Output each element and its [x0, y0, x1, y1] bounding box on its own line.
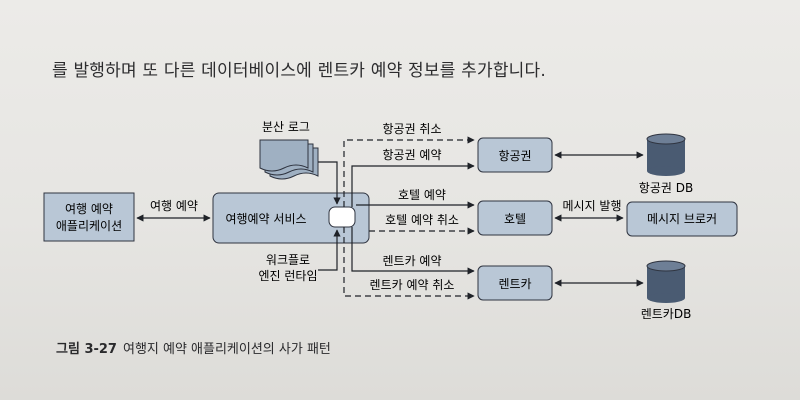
airline-cancel-arrow [343, 136, 475, 207]
distributed-log-label: 분산 로그 [262, 120, 310, 134]
airline-db-icon [646, 133, 686, 176]
rentcar-label: 렌트카 [498, 277, 531, 291]
travel-service-node: 여행예약 서비스 [212, 192, 370, 244]
rentcar-cancel-arrow [343, 227, 475, 300]
travel-service-label: 여행예약 서비스 [225, 211, 306, 226]
airline-db-label: 항공권 DB [639, 181, 693, 195]
airline-label: 항공권 [498, 149, 531, 163]
figure-number: 그림 3-27 [56, 342, 117, 357]
workflow-to-orchestrator-arrow [318, 229, 341, 271]
hotel-node: 호텔 [477, 200, 553, 236]
workflow-engine-label-1: 워크플로 [266, 253, 310, 267]
message-broker-label: 메시지 브로커 [647, 212, 717, 226]
message-publish-label: 메시지 발행 [562, 198, 621, 213]
travel-booking-label: 여행 예약 [150, 198, 198, 213]
airline-node: 항공권 [477, 137, 553, 173]
rentcar-booking-arrow [351, 227, 475, 275]
body-paragraph: 를 발행하며 또 다른 데이터베이스에 렌트카 예약 정보를 추가합니다. [52, 61, 546, 81]
travel-app-label-1: 여행 예약 [65, 201, 113, 216]
message-broker-node: 메시지 브로커 [626, 201, 738, 237]
travel-app-node: 여행 예약 애플리케이션 [43, 192, 135, 242]
rentcar-booking-label: 렌트카 예약 [382, 253, 441, 268]
figure-caption: 그림 3-27 여행지 예약 애플리케이션의 사가 패턴 [56, 338, 331, 357]
hotel-label: 호텔 [504, 212, 526, 226]
hotel-cancel-label: 호텔 예약 취소 [385, 212, 459, 227]
airline-booking-arrow [351, 162, 475, 207]
airline-cancel-label: 항공권 취소 [382, 122, 441, 136]
rentcar-node: 렌트카 [477, 265, 553, 301]
distributed-log-icon [259, 139, 319, 180]
airline-booking-label: 항공권 예약 [382, 147, 441, 162]
rentcar-cancel-label: 렌트카 예약 취소 [370, 277, 455, 292]
hotel-booking-label: 호텔 예약 [398, 187, 446, 202]
log-to-orchestrator-arrow [318, 161, 341, 205]
travel-app-label-2: 애플리케이션 [56, 219, 122, 233]
rentcar-db-icon [646, 260, 686, 303]
rentcar-db-label: 렌트카DB [641, 307, 692, 321]
orchestrator-node [328, 206, 356, 228]
workflow-engine-label-2: 엔진 런타임 [258, 269, 317, 283]
figure-title: 여행지 예약 애플리케이션의 사가 패턴 [122, 342, 331, 357]
